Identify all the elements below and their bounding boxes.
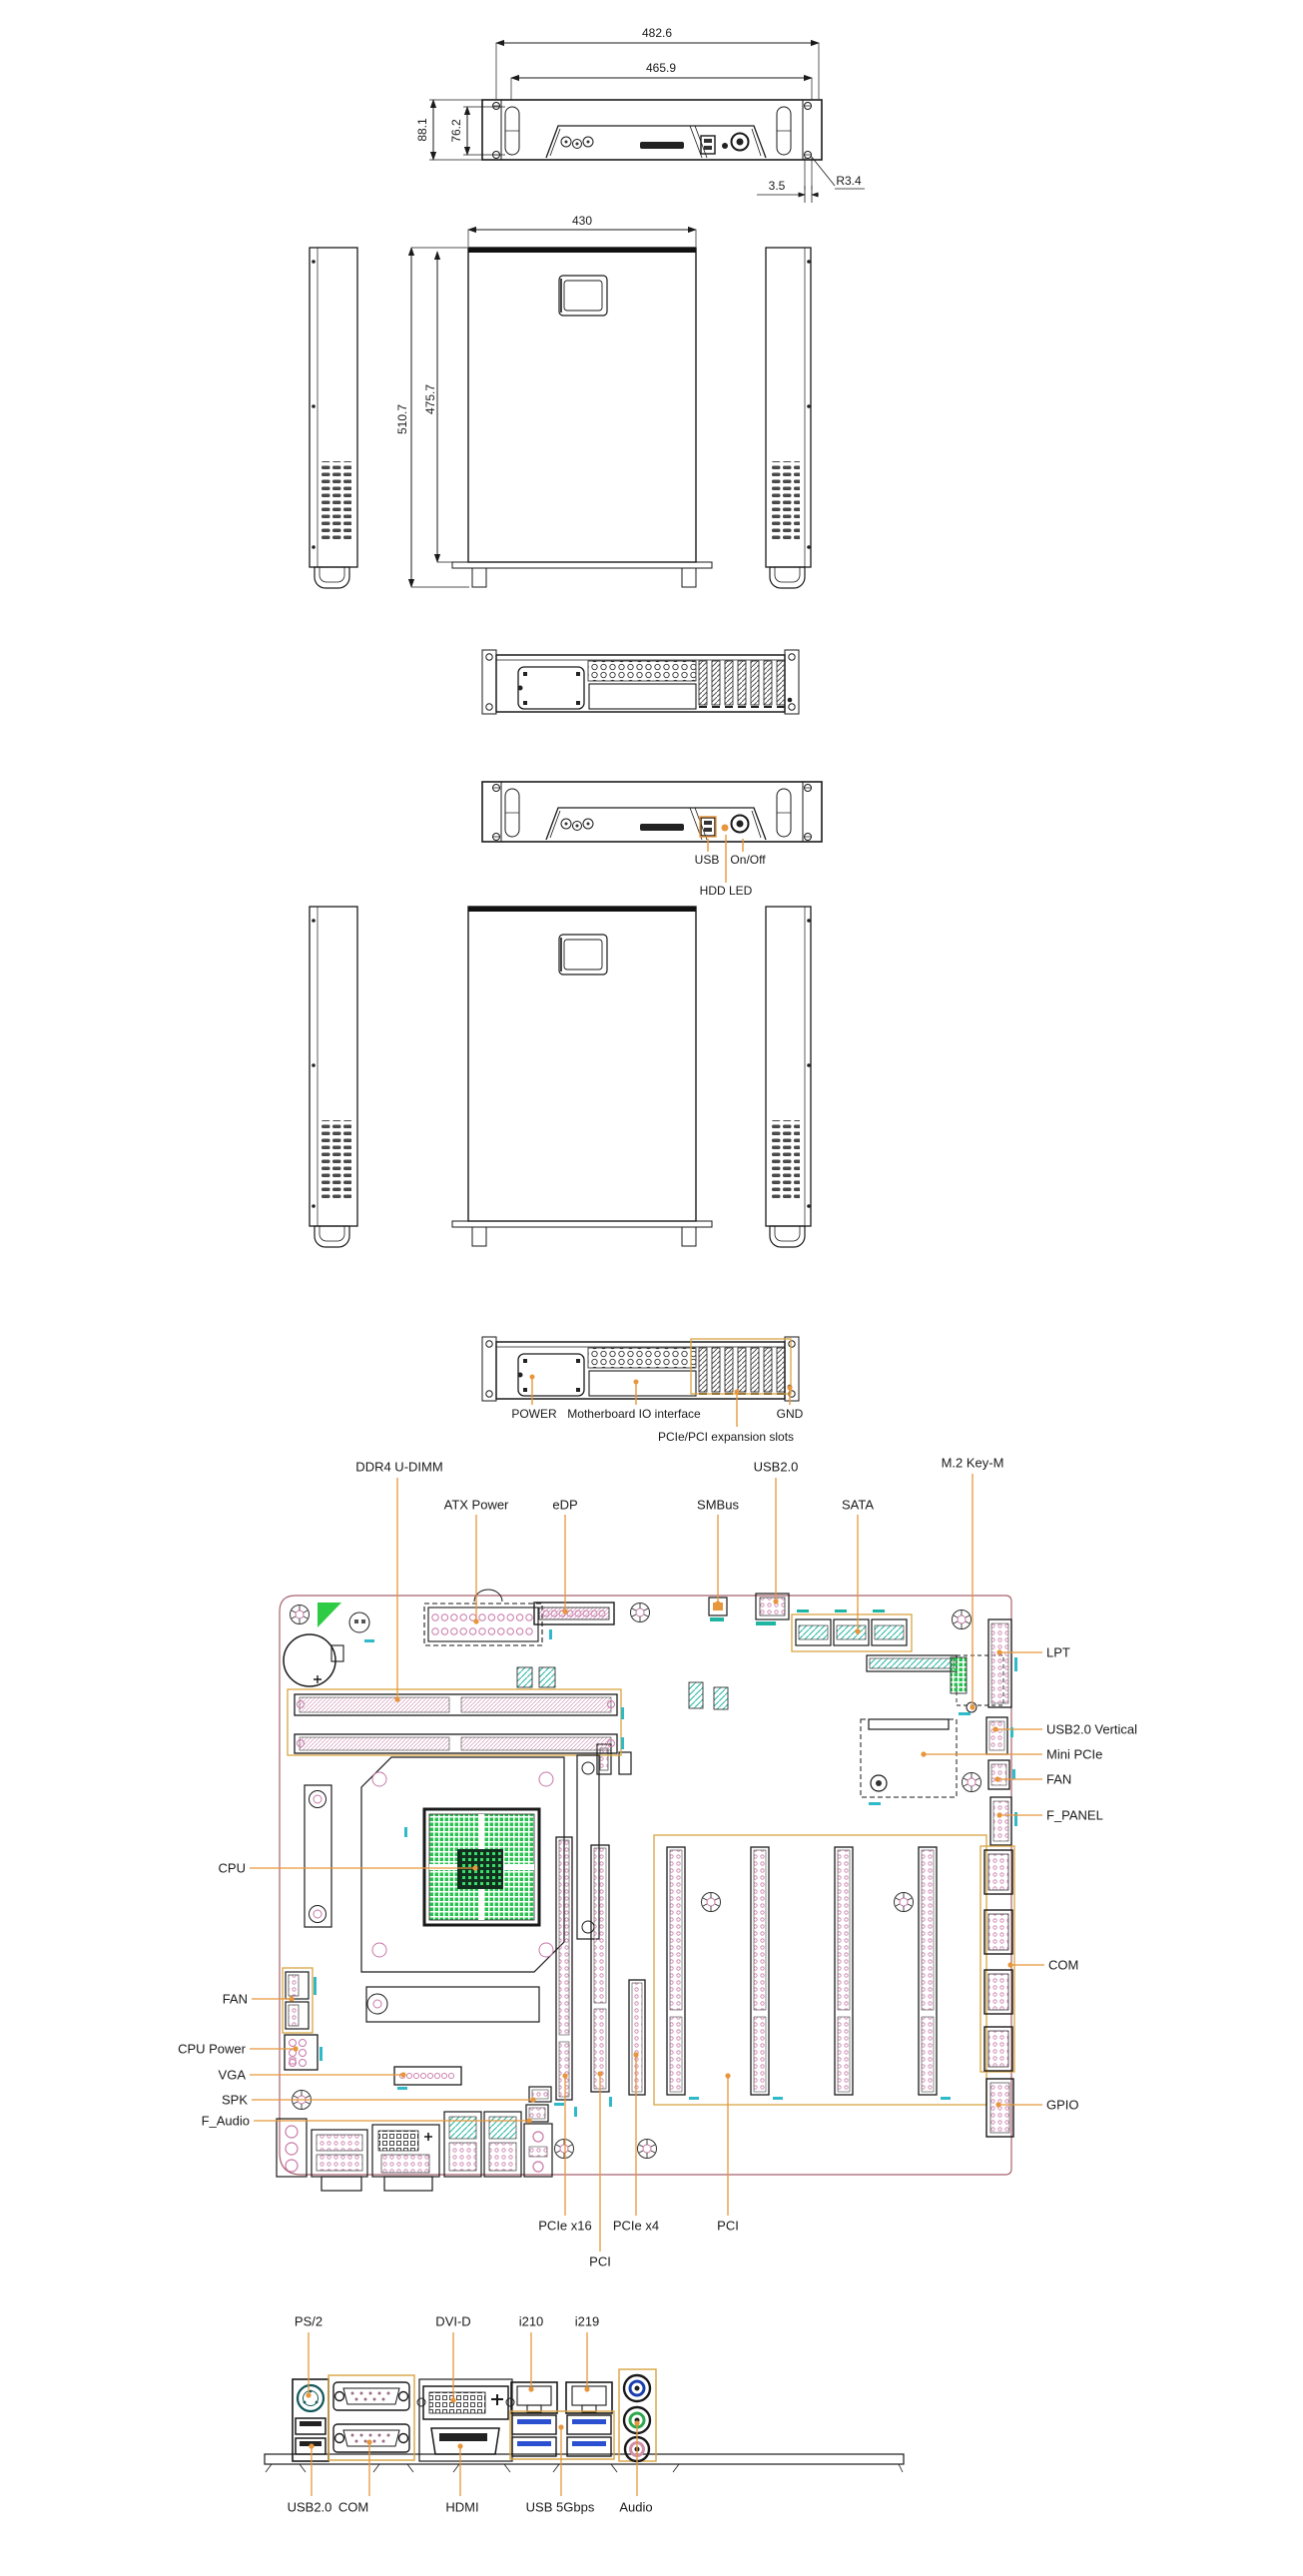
chassis-rear-view [481, 649, 800, 715]
io-com-label: COM [337, 2499, 369, 2515]
mb-pci-b-label: PCI [717, 2218, 739, 2234]
chassis-bottom-view [309, 906, 812, 1248]
front-power-label: On/Off [730, 853, 766, 867]
dim-ear-offset: 3.5 [768, 179, 786, 193]
dim-depth-outer: 510.7 [395, 403, 409, 435]
dim-height-outer: 88.1 [415, 118, 429, 142]
mb-fan-right-label: FAN [1046, 1771, 1072, 1787]
chassis-front-dim-view [429, 39, 865, 203]
rear-io-drawing [264, 2368, 905, 2473]
mb-cpu-power-label: CPU Power [178, 2041, 246, 2057]
mb-usb20v-label: USB2.0 Vertical [1046, 1721, 1138, 1737]
mb-lpt-label: LPT [1046, 1644, 1070, 1660]
io-usb5-label: USB 5Gbps [525, 2499, 595, 2515]
motherboard-drawing [276, 1589, 1017, 2192]
rear-io-leaders [306, 2332, 640, 2496]
io-hdmi-label: HDMI [445, 2499, 479, 2515]
dim-top-width: 430 [571, 214, 593, 228]
motherboard-leaders [250, 1474, 1044, 2252]
dim-height-inner: 76.2 [449, 119, 463, 143]
dim-width-outer: 482.6 [641, 26, 673, 40]
dim-width-inner: 465.9 [645, 61, 677, 75]
rear-power-label: POWER [511, 1407, 557, 1421]
mb-minipcie-label: Mini PCIe [1046, 1746, 1103, 1762]
mb-vga-label: VGA [218, 2067, 246, 2083]
mb-fpanel-label: F_PANEL [1046, 1807, 1103, 1823]
io-audio-label: Audio [619, 2499, 653, 2515]
rear-gnd-label: GND [776, 1407, 804, 1421]
io-i219-label: i219 [574, 2313, 600, 2329]
mb-sata-label: SATA [841, 1497, 875, 1513]
mb-m2-label: M.2 Key-M [941, 1455, 1004, 1471]
mb-pciex16-label: PCIe x16 [538, 2218, 592, 2234]
mb-edp-label: eDP [552, 1497, 578, 1513]
mb-com-label: COM [1048, 1957, 1079, 1973]
rear-slots-label: PCIe/PCI expansion slots [657, 1430, 795, 1444]
mb-pci-a-label: PCI [589, 2254, 611, 2269]
dim-depth-inner: 475.7 [423, 383, 437, 415]
front-usb-label: USB [694, 853, 720, 867]
front-hdd-led-label: HDD LED [699, 884, 753, 898]
chassis-top-view [309, 226, 812, 589]
mb-smbus-label: SMBus [697, 1497, 739, 1513]
mb-spk-label: SPK [221, 2092, 248, 2108]
mb-cpu-label: CPU [218, 1860, 246, 1876]
rear-io-label: Motherboard IO interface [567, 1407, 701, 1421]
io-dvi-label: DVI-D [435, 2313, 471, 2329]
io-ps2-label: PS/2 [294, 2313, 324, 2329]
io-usb20-label: USB2.0 [287, 2499, 332, 2515]
io-i210-label: i210 [518, 2313, 544, 2329]
mb-dimm-label: DDR4 U-DIMM [355, 1459, 443, 1475]
mb-usb20-label: USB2.0 [753, 1459, 799, 1475]
mb-gpio-label: GPIO [1046, 2097, 1079, 2113]
mb-atx-label: ATX Power [443, 1497, 509, 1513]
mb-pciex4-label: PCIe x4 [612, 2218, 660, 2234]
mb-faudio-label: F_Audio [201, 2113, 250, 2129]
dim-corner-radius: R3.4 [836, 174, 862, 188]
chassis-front-labeled-view [481, 781, 823, 883]
chassis-rear-labeled-view [481, 1336, 800, 1427]
mb-fan-left-label: FAN [222, 1991, 248, 2007]
